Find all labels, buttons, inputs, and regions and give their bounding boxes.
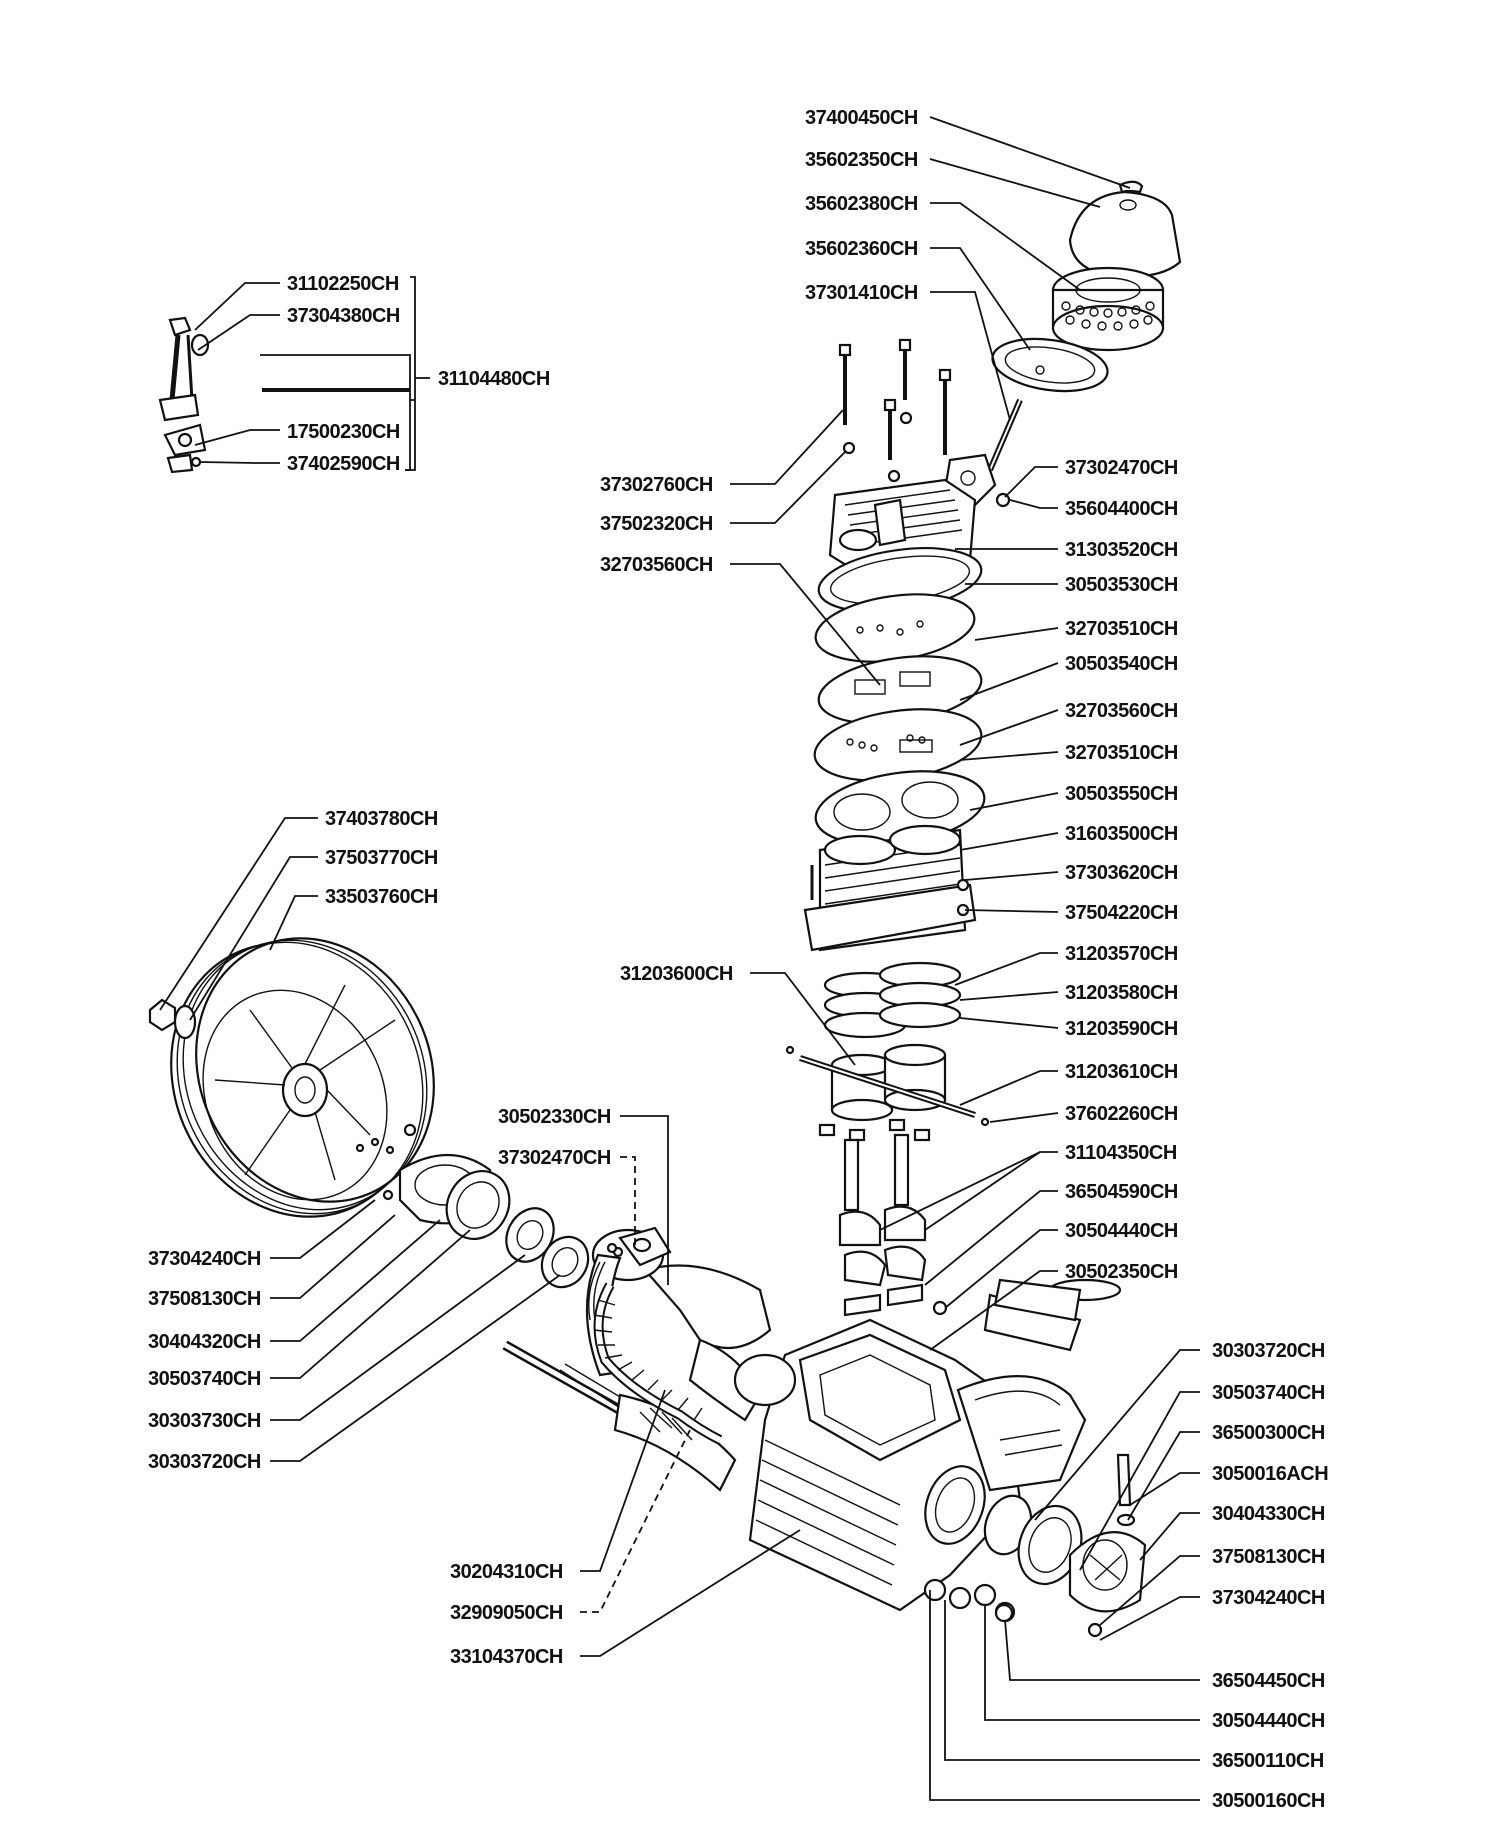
label-37302760CH: 37302760CH <box>600 474 713 496</box>
label-30404330CH: 30404330CH <box>1212 1503 1325 1525</box>
label-3050016ACH: 3050016ACH <box>1212 1463 1328 1485</box>
label-30502330CH: 30502330CH <box>498 1106 611 1128</box>
label-36504590CH: 36504590CH <box>1065 1181 1178 1203</box>
label-31203610CH: 31203610CH <box>1065 1061 1178 1083</box>
label-31102250CH: 31102250CH <box>287 273 399 295</box>
label-35602350CH: 35602350CH <box>805 149 918 171</box>
leader-lines <box>159 116 1200 1801</box>
left-bearing-cover-drawing <box>398 1154 590 1289</box>
delivery-tube-drawing <box>593 1282 723 1445</box>
label-37400450CH: 37400450CH <box>805 107 918 129</box>
label-31203580CH: 31203580CH <box>1065 982 1178 1004</box>
label-32703510CH-b: 32703510CH <box>1065 742 1178 764</box>
gasket-stack-drawing <box>813 547 986 846</box>
label-33104370CH: 33104370CH <box>450 1646 563 1668</box>
label-30503530CH: 30503530CH <box>1065 574 1178 596</box>
label-37508130CH-left: 37508130CH <box>148 1288 261 1310</box>
flywheel-drawing <box>148 937 435 1218</box>
label-37503770CH: 37503770CH <box>325 847 438 869</box>
label-30504440CH-lower: 30504440CH <box>1212 1710 1325 1732</box>
label-30204310CH: 30204310CH <box>450 1561 563 1583</box>
label-37304240CH-left: 37304240CH <box>148 1248 261 1270</box>
label-37301410CH: 37301410CH <box>805 282 918 304</box>
label-37504220CH: 37504220CH <box>1065 902 1178 924</box>
label-32703510CH-a: 32703510CH <box>1065 618 1178 640</box>
label-37302470CH-mid: 37302470CH <box>498 1147 611 1169</box>
label-30503540CH: 30503540CH <box>1065 653 1178 675</box>
label-30503550CH: 30503550CH <box>1065 783 1178 805</box>
part-drawings <box>148 180 1182 1638</box>
label-17500230CH: 17500230CH <box>287 421 400 443</box>
label-37502320CH: 37502320CH <box>600 513 713 535</box>
label-30404320CH: 30404320CH <box>148 1331 261 1353</box>
pistons-drawing <box>785 961 990 1127</box>
label-31203590CH: 31203590CH <box>1065 1018 1178 1040</box>
label-31603500CH: 31603500CH <box>1065 823 1178 845</box>
label-37402590CH: 37402590CH <box>287 453 400 475</box>
label-30502350CH: 30502350CH <box>1065 1261 1178 1283</box>
label-30303720CH-left: 30303720CH <box>148 1451 261 1473</box>
label-30303730CH: 30303730CH <box>148 1410 261 1432</box>
label-37302470CH-top: 37302470CH <box>1065 457 1178 479</box>
label-37403780CH: 37403780CH <box>325 808 438 830</box>
head-bolts-drawing <box>838 338 952 483</box>
label-36500300CH: 36500300CH <box>1212 1422 1325 1444</box>
label-31203570CH: 31203570CH <box>1065 943 1178 965</box>
connecting-rods-drawing <box>818 1118 948 1317</box>
label-35602380CH: 35602380CH <box>805 193 918 215</box>
label-30503740CH-left: 30503740CH <box>148 1368 261 1390</box>
label-31303520CH: 31303520CH <box>1065 539 1178 561</box>
label-30503740CH-right: 30503740CH <box>1212 1382 1325 1404</box>
label-37508130CH-right: 37508130CH <box>1212 1546 1325 1568</box>
label-31203600CH: 31203600CH <box>620 963 733 985</box>
label-37304380CH-top: 37304380CH <box>287 305 400 327</box>
label-36500110CH: 36500110CH <box>1212 1750 1324 1772</box>
label-33503760CH: 33503760CH <box>325 886 438 908</box>
unloader-drawing <box>158 316 210 474</box>
small-parts-drawing <box>993 1278 1122 1623</box>
crankcase-drawing <box>748 1293 1087 1623</box>
label-36504450CH: 36504450CH <box>1212 1670 1325 1692</box>
label-35602360CH: 35602360CH <box>805 238 918 260</box>
label-30500160CH: 30500160CH <box>1212 1790 1325 1812</box>
part-labels: 37400450CH 35602350CH 35602380CH 3560236… <box>148 107 1329 1812</box>
label-30303720CH-right: 30303720CH <box>1212 1340 1325 1362</box>
crankshaft-drawing <box>502 1226 797 1492</box>
label-32703560CH-left: 32703560CH <box>600 554 713 576</box>
label-32703560CH-right: 32703560CH <box>1065 700 1178 722</box>
label-35604400CH: 35604400CH <box>1065 498 1178 520</box>
label-37602260CH: 37602260CH <box>1065 1103 1178 1125</box>
label-32909050CH: 32909050CH <box>450 1602 563 1624</box>
label-31104350CH: 31104350CH <box>1065 1142 1177 1164</box>
cylinder-block-drawing <box>803 824 977 952</box>
air-filter-drawing <box>943 180 1182 508</box>
label-37303620CH: 37303620CH <box>1065 862 1178 884</box>
label-31104480CH: 31104480CH <box>438 368 550 390</box>
label-37304240CH-right: 37304240CH <box>1212 1587 1325 1609</box>
label-30504440CH-upper: 30504440CH <box>1065 1220 1178 1242</box>
